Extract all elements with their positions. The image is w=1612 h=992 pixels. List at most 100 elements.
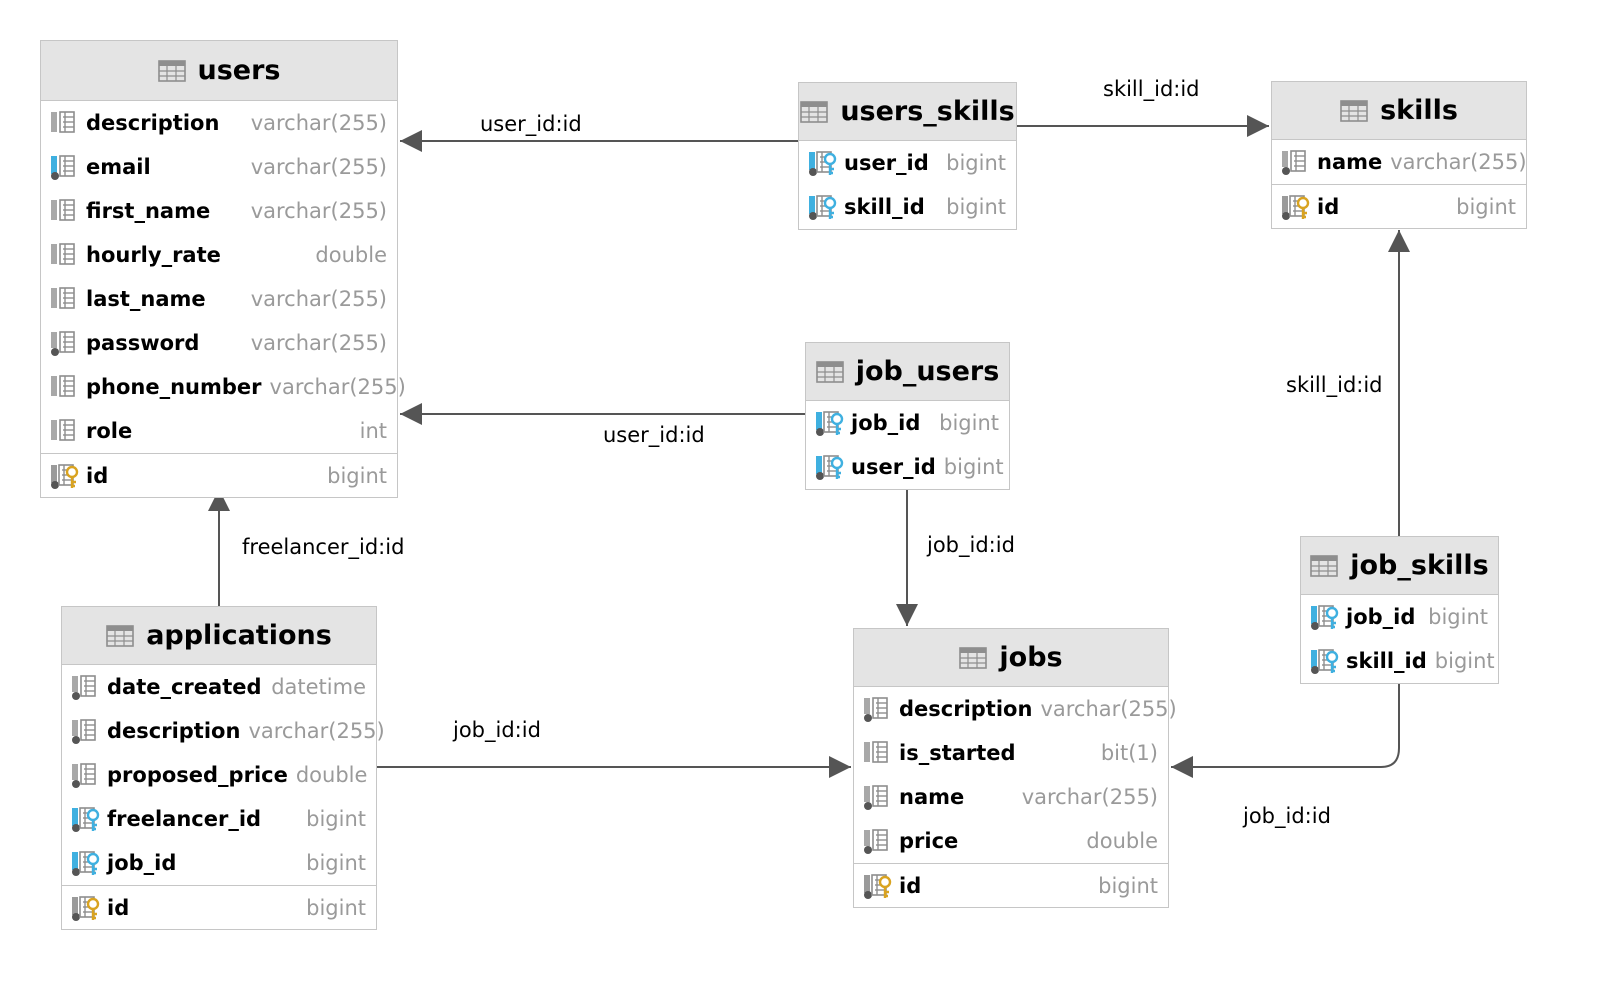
table-icon	[815, 360, 844, 383]
rel-users-skills-skills[interactable]	[1017, 115, 1269, 137]
relationship-label: skill_id:id	[1103, 77, 1200, 101]
table-header: skills	[1272, 82, 1526, 140]
column-name: name	[1317, 150, 1383, 174]
table-title: users_skills	[840, 96, 1015, 127]
column-type: varchar(255)	[250, 199, 387, 223]
table-title: skills	[1380, 95, 1458, 126]
column-type: varchar(255)	[1021, 785, 1158, 809]
not-null-column-icon	[72, 675, 96, 700]
column-type: varchar(255)	[248, 719, 385, 743]
relationship-line[interactable]	[1171, 682, 1400, 768]
column-name: job_id	[107, 851, 177, 875]
column-name: phone_number	[86, 375, 262, 399]
rel-job-users-jobs[interactable]	[896, 488, 918, 626]
relationship-label: job_id:id	[1243, 804, 1331, 828]
primary-key-icon	[1282, 194, 1310, 220]
column-row[interactable]: proposed_price double	[62, 753, 376, 797]
not-null-column-icon	[51, 331, 75, 356]
table-icon	[106, 624, 134, 647]
relationship-label: job_id:id	[453, 718, 541, 742]
column-name: is_started	[899, 741, 1016, 765]
column-type: bigint	[1428, 605, 1488, 629]
arrow-head-icon	[400, 130, 422, 152]
relationship-label: freelancer_id:id	[242, 535, 405, 559]
rel-job-skills-jobs[interactable]	[1171, 682, 1400, 778]
column-name: description	[86, 111, 220, 135]
column-icon	[51, 199, 75, 221]
column-name: price	[899, 829, 959, 853]
column-icon	[51, 375, 75, 397]
primary-key-icon	[51, 463, 79, 489]
column-icon	[51, 287, 75, 309]
column-name: name	[899, 785, 965, 809]
column-type: double	[295, 763, 368, 787]
column-row[interactable]: user_id bigint	[806, 445, 1009, 489]
column-type: bigint	[943, 455, 1004, 479]
rel-users-skills-users[interactable]	[400, 130, 798, 152]
arrow-head-icon	[896, 604, 918, 626]
column-type: bigint	[306, 895, 366, 920]
table-icon	[1340, 99, 1368, 122]
rel-applications-users[interactable]	[208, 489, 230, 606]
arrow-head-icon	[400, 403, 422, 425]
column-row[interactable]: skill_id bigint	[1301, 639, 1498, 683]
column-name: skill_id	[1346, 649, 1427, 673]
not-null-column-icon	[72, 719, 96, 744]
column-row[interactable]: job_id bigint	[62, 841, 376, 885]
column-name: skill_id	[844, 195, 925, 219]
column-type: bigint	[1434, 649, 1495, 673]
not-null-column-icon	[1282, 150, 1306, 175]
foreign-key-icon	[1311, 649, 1339, 674]
column-name: hourly_rate	[86, 243, 221, 267]
column-type: varchar(255)	[250, 331, 387, 355]
foreign-key-icon	[1311, 605, 1339, 630]
column-row[interactable]: job_id bigint	[806, 401, 1009, 445]
column-row[interactable]: name varchar(255)	[1272, 140, 1527, 184]
column-type: bigint	[306, 851, 366, 875]
column-name: proposed_price	[107, 763, 288, 787]
column-icon	[51, 111, 75, 133]
rel-job-skills-skills[interactable]	[1388, 230, 1410, 536]
column-row[interactable]: name varchar(255)	[854, 775, 1168, 819]
table-header: users	[41, 41, 397, 101]
foreign-key-icon	[809, 195, 837, 220]
rel-job-users-users[interactable]	[400, 403, 805, 425]
column-name: job_id	[851, 411, 921, 435]
column-type: bigint	[946, 151, 1006, 175]
table-title: jobs	[999, 642, 1063, 673]
column-name: user_id	[851, 455, 936, 479]
column-type: varchar(255)	[1390, 150, 1527, 174]
rel-applications-jobs[interactable]	[377, 756, 851, 778]
column-type: bigint	[939, 411, 999, 435]
table-icon	[800, 100, 829, 123]
column-name: description	[899, 697, 1033, 721]
